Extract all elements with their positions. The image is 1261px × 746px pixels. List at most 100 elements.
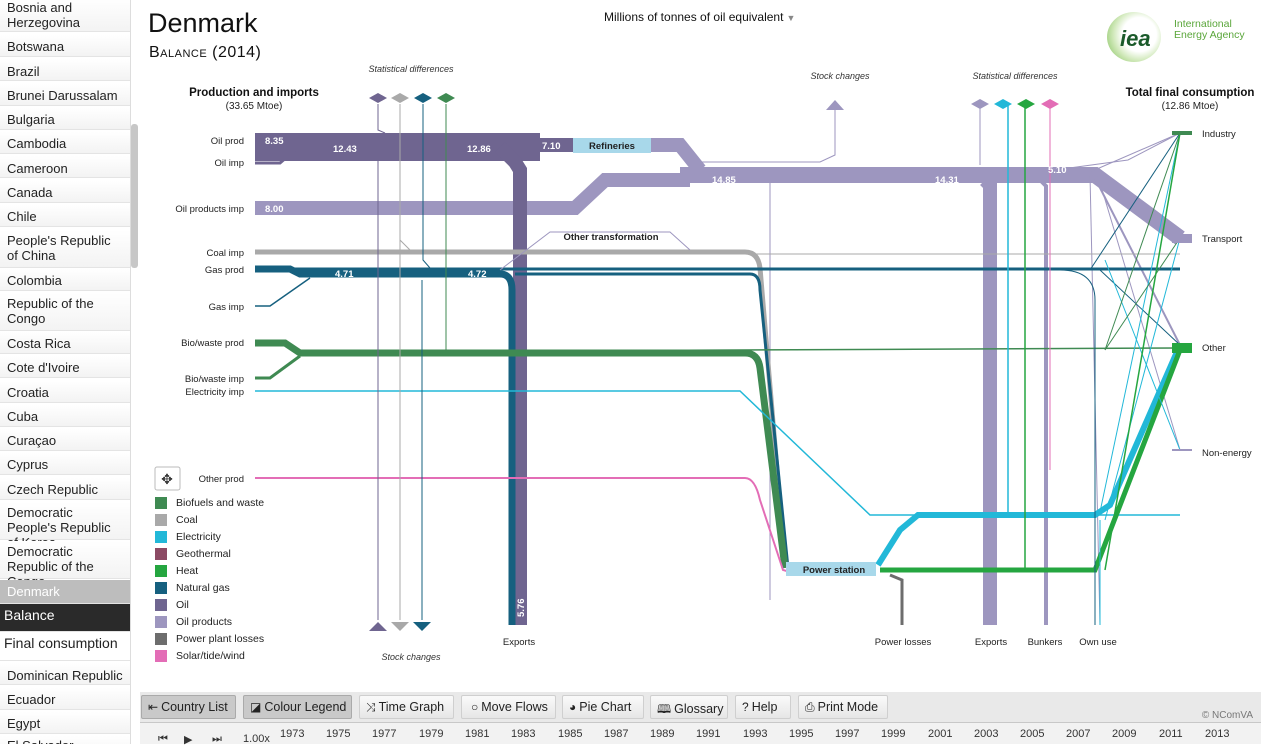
sidebar-scrollbar[interactable] bbox=[131, 124, 138, 268]
pie-chart-button[interactable]: ◕Pie Chart bbox=[562, 695, 644, 719]
country-item[interactable]: Croatia bbox=[0, 381, 130, 403]
flow-gas-imp[interactable] bbox=[255, 277, 311, 307]
diamond-marker-oilproducts[interactable] bbox=[971, 99, 989, 109]
flow-oilproducts-transport[interactable] bbox=[680, 167, 1185, 245]
country-item[interactable]: Cameroon bbox=[0, 156, 130, 178]
flow-heat[interactable] bbox=[880, 349, 1183, 573]
flow-elec-industry[interactable] bbox=[1099, 132, 1181, 513]
country-item[interactable]: Democratic People's Republic of Korea bbox=[0, 502, 130, 550]
country-item[interactable]: Curaçao bbox=[0, 429, 130, 451]
diamond-marker-coal[interactable] bbox=[391, 93, 409, 103]
colour-legend-button[interactable]: ◪Colour Legend bbox=[243, 695, 352, 719]
diamond-marker-heat[interactable] bbox=[1017, 99, 1035, 109]
country-item[interactable]: Canada bbox=[0, 181, 130, 203]
year-tick[interactable]: 1997 bbox=[835, 728, 860, 740]
flow-gas-power[interactable] bbox=[515, 272, 790, 569]
year-tick[interactable]: 1989 bbox=[650, 728, 675, 740]
stock-arrow-gas[interactable] bbox=[413, 622, 431, 631]
flow-oilproducts-bunkers[interactable] bbox=[1038, 178, 1048, 625]
year-tick[interactable]: 1999 bbox=[881, 728, 906, 740]
flow-power-losses[interactable] bbox=[889, 573, 904, 625]
country-item[interactable]: Egypt bbox=[0, 712, 130, 734]
year-tick[interactable]: 1977 bbox=[372, 728, 397, 740]
flow-biowaste-other[interactable] bbox=[299, 347, 1181, 353]
print-mode-button[interactable]: ⎙Print Mode bbox=[798, 695, 888, 719]
year-tick[interactable]: 1995 bbox=[789, 728, 814, 740]
year-tick[interactable]: 2001 bbox=[928, 728, 953, 740]
country-item[interactable]: Republic of the Congo bbox=[0, 293, 130, 331]
country-item[interactable]: Ecuador bbox=[0, 688, 130, 710]
country-item[interactable]: Colombia bbox=[0, 269, 130, 291]
year-tick[interactable]: 1981 bbox=[465, 728, 490, 740]
year-tick[interactable]: 1973 bbox=[280, 728, 305, 740]
flow-oilproducts-other[interactable] bbox=[1094, 177, 1181, 346]
country-item[interactable]: Democratic Republic of the Congo bbox=[0, 541, 130, 589]
flow-oilproducts-imp[interactable] bbox=[255, 173, 690, 215]
diamond-marker-gas[interactable] bbox=[414, 93, 432, 103]
step-back-icon[interactable]: ⏮ bbox=[158, 733, 168, 745]
help-button[interactable]: ?Help bbox=[735, 695, 791, 719]
country-item[interactable]: Cote d'Ivoire bbox=[0, 356, 130, 378]
flow-refinery-out[interactable] bbox=[650, 138, 706, 175]
subview-balance[interactable]: Balance bbox=[0, 604, 130, 632]
country-item[interactable]: Costa Rica bbox=[0, 332, 130, 354]
country-item[interactable]: Dominican Republic bbox=[0, 663, 130, 685]
year-tick[interactable]: 1985 bbox=[558, 728, 583, 740]
flow-bio-transport[interactable] bbox=[1104, 237, 1181, 351]
glossary-button[interactable]: 🕮Glossary bbox=[650, 695, 728, 719]
subview-final-consumption[interactable]: Final consumption bbox=[0, 632, 130, 661]
flow-biowaste[interactable] bbox=[255, 339, 789, 569]
node-refineries[interactable] bbox=[573, 138, 651, 153]
node-power-station[interactable] bbox=[786, 562, 876, 576]
time-graph-button[interactable]: ⤨Time Graph bbox=[359, 695, 454, 719]
flow-oil-imp[interactable] bbox=[255, 148, 296, 165]
country-item[interactable]: Botswana bbox=[0, 35, 130, 57]
country-item[interactable]: Czech Republic bbox=[0, 478, 130, 500]
year-tick[interactable]: 2013 bbox=[1205, 728, 1230, 740]
diamond-marker-electricity[interactable] bbox=[994, 99, 1012, 109]
flow-electricity[interactable] bbox=[875, 343, 1183, 567]
flow-oil-exports[interactable] bbox=[495, 142, 527, 625]
year-timeline[interactable]: ⏮ ▶ ⏭ 1.00x 1973 1975 1977 1979 1981 198… bbox=[140, 722, 1261, 746]
play-icon[interactable]: ▶ bbox=[184, 734, 193, 746]
country-item[interactable]: Cambodia bbox=[0, 132, 130, 154]
flow-gas-ownuse[interactable] bbox=[1059, 269, 1096, 625]
country-item[interactable]: People's Republic of China bbox=[0, 230, 130, 268]
flow-heat-industry[interactable] bbox=[1104, 132, 1181, 571]
country-item[interactable]: Bosnia and Herzegovina bbox=[0, 0, 130, 32]
diamond-marker-bio[interactable] bbox=[437, 93, 455, 103]
country-item[interactable]: Cuba bbox=[0, 405, 130, 427]
year-tick[interactable]: 2011 bbox=[1159, 728, 1183, 740]
flow-oilproducts-nonenergy[interactable] bbox=[1097, 175, 1181, 451]
flow-electricity-imp[interactable] bbox=[255, 390, 1180, 516]
diamond-marker-solar[interactable] bbox=[1041, 99, 1059, 109]
flow-solar[interactable] bbox=[255, 477, 801, 576]
year-tick[interactable]: 2005 bbox=[1020, 728, 1045, 740]
flow-oilproducts-industry2[interactable] bbox=[1039, 132, 1181, 173]
country-item[interactable]: Chile bbox=[0, 205, 130, 227]
country-item[interactable]: Brazil bbox=[0, 59, 130, 81]
unit-select[interactable]: Millions of tonnes of oil equivalent▼ bbox=[604, 10, 795, 24]
flow-oilproducts-exports[interactable] bbox=[980, 175, 997, 625]
year-tick[interactable]: 2009 bbox=[1112, 728, 1137, 740]
country-item[interactable]: Brunei Darussalam bbox=[0, 84, 130, 106]
country-item[interactable]: El Salvador bbox=[0, 736, 130, 744]
stock-arrow-up-oilproducts[interactable] bbox=[826, 100, 844, 110]
stock-arrow-coal[interactable] bbox=[391, 622, 409, 631]
move-flows-button[interactable]: ○Move Flows bbox=[461, 695, 556, 719]
flow-gas-industry[interactable] bbox=[1089, 132, 1181, 271]
flow-bio-industry[interactable] bbox=[1104, 132, 1181, 351]
year-tick[interactable]: 1991 bbox=[696, 728, 721, 740]
year-tick[interactable]: 2007 bbox=[1066, 728, 1091, 740]
flow-gas-other2[interactable] bbox=[1099, 269, 1181, 346]
diamond-marker-oil[interactable] bbox=[369, 93, 387, 103]
year-tick[interactable]: 1983 bbox=[511, 728, 536, 740]
move-flows-handle[interactable] bbox=[154, 466, 181, 491]
flow-elec-transport[interactable] bbox=[1104, 237, 1181, 521]
step-forward-icon[interactable]: ⏭ bbox=[212, 733, 222, 745]
year-tick[interactable]: 1975 bbox=[326, 728, 351, 740]
flow-biowaste-imp[interactable] bbox=[255, 354, 301, 380]
year-tick[interactable]: 1979 bbox=[419, 728, 444, 740]
country-item[interactable]: Cyprus bbox=[0, 453, 130, 475]
country-item-selected[interactable]: Denmark bbox=[0, 580, 130, 604]
